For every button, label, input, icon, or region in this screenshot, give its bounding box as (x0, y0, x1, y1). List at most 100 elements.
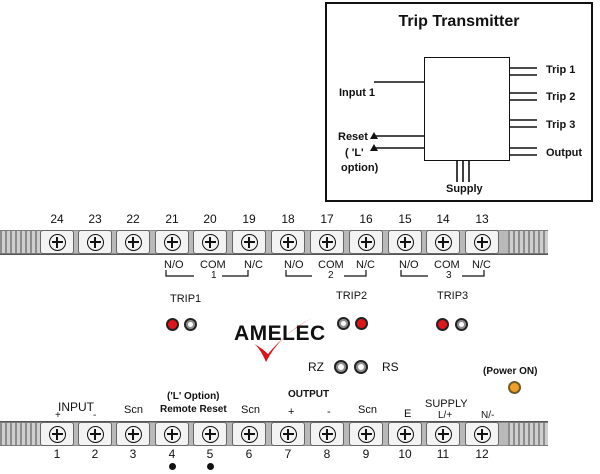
terminal-18[interactable] (271, 230, 305, 254)
power-led (508, 381, 521, 394)
terminal-22[interactable] (116, 230, 150, 254)
terminal-5[interactable] (193, 422, 227, 446)
rs-label: RS (382, 360, 399, 374)
diagram-title: Trip Transmitter (398, 13, 520, 30)
screw-icon (240, 425, 258, 443)
terminal-10[interactable] (388, 422, 422, 446)
terminal-8[interactable] (310, 422, 344, 446)
trip-3-output-label: Trip 3 (546, 119, 576, 131)
screw-icon (434, 425, 452, 443)
relay-3-nc-label: N/C (472, 259, 491, 271)
output-plus-label: + (288, 406, 295, 418)
terminal-number-9: 9 (362, 447, 370, 461)
trip-2-grey-led (337, 317, 350, 330)
screw-icon (48, 425, 66, 443)
terminal-23[interactable] (78, 230, 112, 254)
terminal-9[interactable] (349, 422, 383, 446)
trip-1-label: TRIP1 (170, 293, 202, 305)
terminal-number-23: 23 (88, 212, 102, 226)
mounting-tab (0, 422, 40, 446)
screw-icon (240, 233, 258, 251)
trip-3-label: TRIP3 (437, 290, 469, 302)
transmitter-housing (0, 254, 548, 422)
terminal-24[interactable] (40, 230, 74, 254)
terminal-number-19: 19 (242, 212, 256, 226)
terminal-number-22: 22 (126, 212, 140, 226)
supply-body-label: SUPPLY (425, 398, 468, 410)
screw-icon (396, 233, 414, 251)
l-option-label: ('L' Option) (167, 391, 220, 402)
terminal-1[interactable] (40, 422, 74, 446)
terminal-number-8: 8 (323, 447, 331, 461)
terminal-13[interactable] (465, 230, 499, 254)
relay-3-no-label: N/O (399, 259, 419, 271)
terminal-12[interactable] (465, 422, 499, 446)
terminal-number-10: 10 (398, 447, 412, 461)
remote-reset-dot (169, 463, 176, 470)
trip-1-red-led (166, 318, 179, 331)
trip-2-red-led (355, 317, 368, 330)
transmitter-block (424, 57, 510, 161)
trip-3-red-led (436, 318, 449, 331)
screw-icon (124, 425, 142, 443)
terminal-number-24: 24 (50, 212, 64, 226)
screw-icon (318, 425, 336, 443)
relay-3-com-number: 3 (446, 270, 452, 281)
trip-2-output-label: Trip 2 (546, 91, 576, 103)
scn-label-3: Scn (358, 404, 377, 416)
terminal-number-15: 15 (398, 212, 412, 226)
terminal-3[interactable] (116, 422, 150, 446)
terminal-number-4: 4 (168, 447, 176, 461)
diagram-wires (370, 67, 537, 182)
terminal-number-20: 20 (203, 212, 217, 226)
terminal-number-21: 21 (165, 212, 179, 226)
terminal-number-1: 1 (53, 447, 61, 461)
relay-1-no-label: N/O (164, 259, 184, 271)
input-minus-label: - (93, 410, 97, 421)
screw-icon (318, 233, 336, 251)
remote-reset-label: Remote Reset (160, 404, 227, 415)
trip-1-output-label: Trip 1 (546, 64, 576, 76)
terminal-16[interactable] (349, 230, 383, 254)
reset-option-label-1: ( 'L' (345, 147, 364, 159)
terminal-4[interactable] (155, 422, 189, 446)
terminal-11[interactable] (426, 422, 460, 446)
terminal-20[interactable] (193, 230, 227, 254)
input-1-label: Input 1 (339, 87, 376, 99)
terminal-number-2: 2 (91, 447, 99, 461)
terminal-17[interactable] (310, 230, 344, 254)
terminal-number-7: 7 (284, 447, 292, 461)
terminal-6[interactable] (232, 422, 266, 446)
terminal-15[interactable] (388, 230, 422, 254)
rs-button[interactable] (354, 360, 368, 374)
screw-icon (279, 233, 297, 251)
screw-icon (473, 233, 491, 251)
rz-button[interactable] (334, 360, 348, 374)
terminal-14[interactable] (426, 230, 460, 254)
input-label: INPUT (58, 400, 94, 414)
screw-icon (357, 233, 375, 251)
terminal-7[interactable] (271, 422, 305, 446)
check-mark-icon (254, 318, 312, 362)
mounting-tab (0, 230, 40, 254)
terminal-number-5: 5 (206, 447, 214, 461)
trip-2-label: TRIP2 (336, 290, 368, 302)
trip-3-grey-led (455, 318, 468, 331)
terminal-19[interactable] (232, 230, 266, 254)
terminal-number-14: 14 (436, 212, 450, 226)
remote-reset-dot (207, 463, 214, 470)
supply-n-minus-label: N/- (481, 410, 495, 421)
terminal-2[interactable] (78, 422, 112, 446)
terminal-number-17: 17 (320, 212, 334, 226)
terminal-number-16: 16 (359, 212, 373, 226)
input-plus-label: + (55, 410, 61, 421)
relay-1-nc-label: N/C (244, 259, 263, 271)
reset-option-label-2: option) (341, 162, 379, 174)
screw-icon (201, 425, 219, 443)
terminal-21[interactable] (155, 230, 189, 254)
screw-icon (201, 233, 219, 251)
rz-label: RZ (308, 360, 324, 374)
relay-2-com-number: 2 (328, 270, 334, 281)
supply-label: Supply (446, 183, 483, 195)
